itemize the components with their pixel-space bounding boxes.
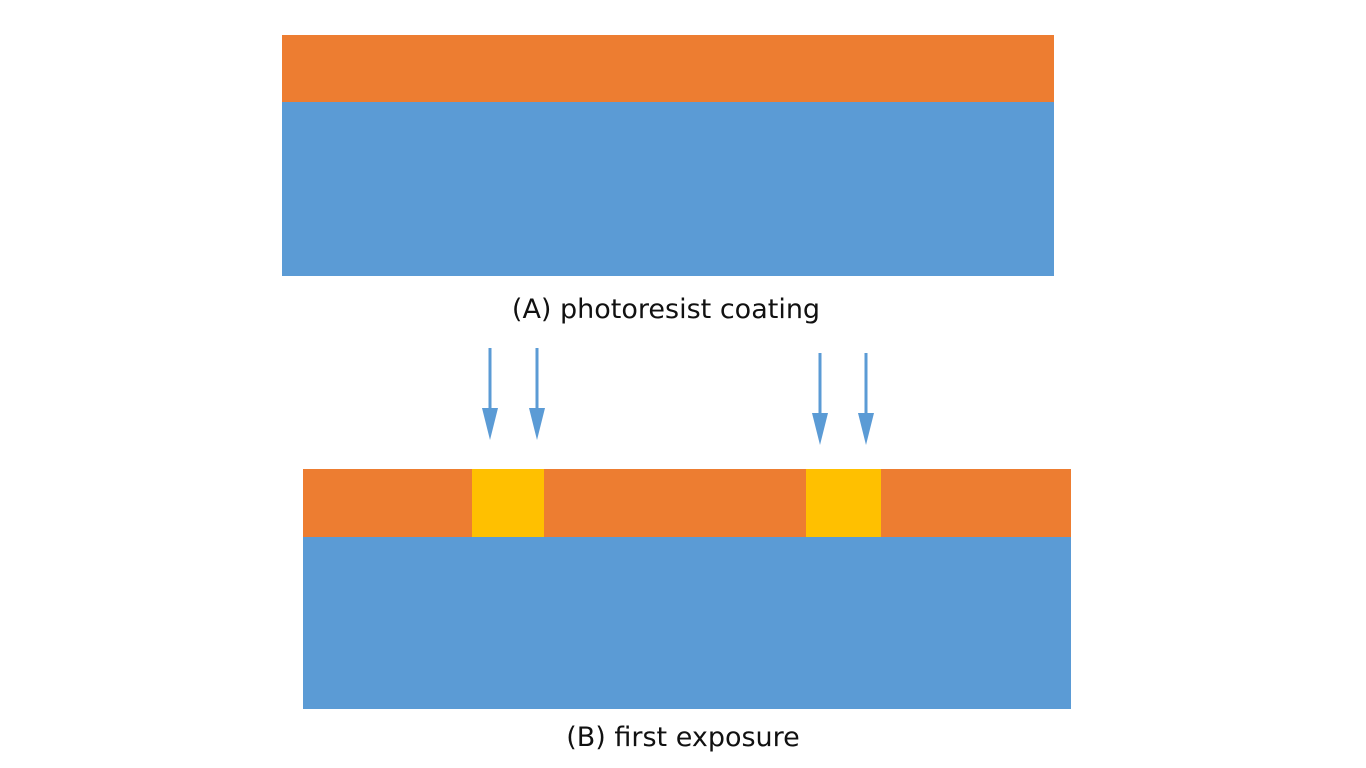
arrow-down-icon	[529, 348, 545, 440]
panel-b-exposed-region-left	[472, 469, 544, 537]
arrow-down-icon	[858, 353, 874, 445]
arrow-down-icon	[812, 353, 828, 445]
panel-a-caption: (A) photoresist coating	[511, 294, 821, 325]
panel-b-substrate-layer	[303, 537, 1071, 709]
panel-a-photoresist-layer	[282, 35, 1054, 102]
panel-b-caption: (B) first exposure	[566, 722, 800, 753]
panel-b-exposed-region-right	[806, 469, 881, 537]
panel-a-substrate-layer	[282, 102, 1054, 276]
panel-b-photoresist-layer	[303, 469, 1071, 537]
arrow-down-icon	[482, 348, 498, 440]
